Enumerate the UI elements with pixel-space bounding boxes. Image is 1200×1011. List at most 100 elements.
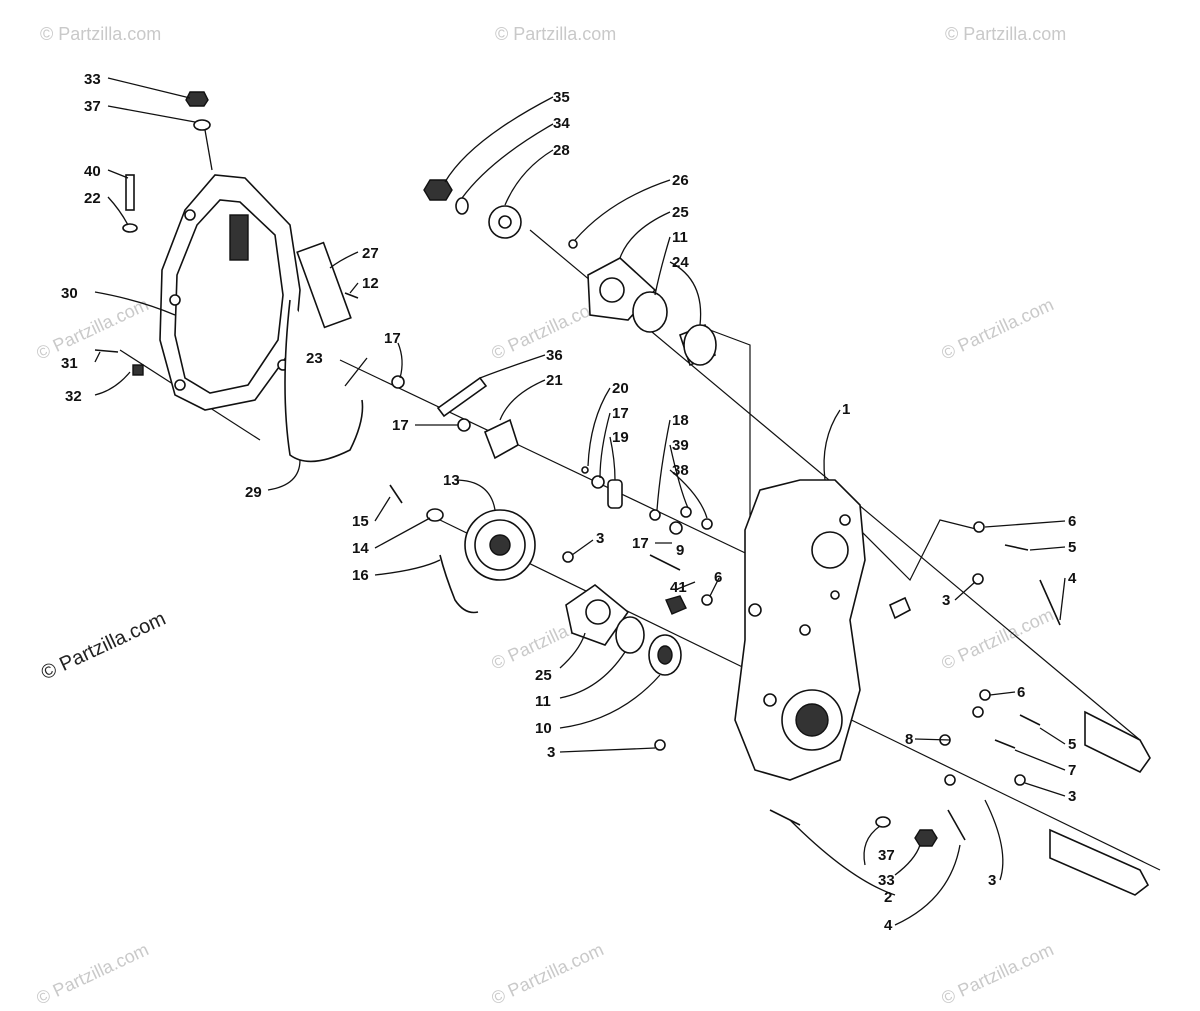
callout-36: 36 [546,347,563,364]
stud-9 [649,554,681,571]
bolt-4-right [1039,579,1061,626]
callout-13: 13 [443,472,460,489]
washer-22 [122,223,138,233]
nut-26 [568,239,578,249]
callout-3-right: 3 [942,592,950,609]
callout-32: 32 [65,388,82,405]
washer-17-b [457,418,471,432]
callout-4-right: 4 [1068,570,1077,587]
nut-3-mid [562,551,574,563]
nut-3-lower [944,774,956,786]
callout-35: 35 [553,89,570,106]
tensioner-assembly [391,375,713,535]
watermark-top-right: © Partzilla.com [945,24,1066,44]
callout-7: 7 [1068,762,1076,779]
callout-37-bottom: 37 [878,847,895,864]
bushing-18 [649,509,661,521]
nut-3-lower-right [1014,774,1026,786]
washer-17-d [669,521,683,535]
check-plug-40 [125,174,135,211]
callout-39: 39 [672,437,689,454]
washer-37-bottom [875,816,891,828]
callout-41: 41 [670,579,687,596]
callout-6-mid: 6 [714,569,722,586]
screw-12 [344,292,359,299]
callout-14: 14 [352,540,369,557]
watermark-bottom-right: © Partzilla.com [938,939,1056,1008]
upper-sprocket-assembly [423,179,717,367]
nut-3-bottom [654,739,666,751]
watermark-lower-right: © Partzilla.com [938,604,1056,673]
callout-2: 2 [884,889,892,906]
callout-6-low: 6 [1017,684,1025,701]
watermark-mid-right: © Partzilla.com [938,294,1056,363]
callout-33-bottom: 33 [878,872,895,889]
washer-14 [426,508,444,522]
callout-12: 12 [362,275,379,292]
tensioner-arm-19 [607,479,623,509]
callout-11-bottom: 11 [535,693,551,710]
callout-21: 21 [546,372,563,389]
callout-18: 18 [672,412,689,429]
chain-29 [284,299,364,463]
washer-17-a [391,375,405,389]
callout-22: 22 [84,190,101,207]
case-hardware [649,521,1151,896]
pin-20 [581,466,589,474]
callout-40: 40 [84,163,101,180]
callout-5-right: 5 [1068,539,1076,556]
watermark-mid-left: © Partzilla.com [33,294,151,363]
callout-17-a: 17 [384,330,401,347]
shaft-lower [1049,828,1150,896]
bolt-31 [94,349,119,353]
bolt-5-right [1004,544,1029,551]
callout-17-d: 17 [632,535,649,552]
axis-upper-shaft [339,359,761,561]
bolt-4-bottom [947,809,966,841]
nut-33-bottom [914,829,938,847]
washer-6-low-a [979,689,991,701]
seal-11-bottom [615,616,645,654]
callout-3-lower-right: 3 [1068,788,1076,805]
leader-lines [94,77,1066,926]
plug-41 [665,595,687,615]
callout-25-top: 25 [672,204,689,221]
washer-34 [455,197,469,215]
callout-29: 29 [245,484,262,501]
nut-33-top [185,91,209,107]
callout-28: 28 [553,142,570,159]
callout-19: 19 [612,429,629,446]
watermark-main: © Partzilla.com [38,608,169,685]
callout-3-mid: 3 [596,530,604,547]
washer-6-low-b [972,706,984,718]
chaincase-cover [159,174,301,411]
callout-6-right: 6 [1068,513,1076,530]
chaincase-body [734,479,912,781]
watermark-top-left: © Partzilla.com [40,24,161,44]
callout-30: 30 [61,285,78,302]
callout-27: 27 [362,245,379,262]
spacer-39 [680,506,692,518]
callout-20: 20 [612,380,629,397]
axis-bearing-route [709,329,751,520]
callout-1: 1 [842,401,850,418]
callout-24: 24 [672,254,689,271]
bolt-2 [769,809,801,826]
callout-10: 10 [535,720,552,737]
watermark-bottom-center: © Partzilla.com [488,939,606,1008]
callout-9: 9 [676,542,684,559]
tensioner-21 [483,418,519,460]
callout-8: 8 [905,731,913,748]
watermark-bottom-left: © Partzilla.com [33,939,151,1008]
callout-23: 23 [306,350,323,367]
chain-16 [439,554,479,614]
callout-labels: 33 37 40 22 30 31 32 27 12 23 17 17 36 2… [61,71,1077,934]
callout-3-lower: 3 [988,872,996,889]
callout-38: 38 [672,462,689,479]
callout-37-top: 37 [84,98,101,115]
callout-16: 16 [352,567,369,584]
bolt-5-low [1019,714,1041,726]
lower-sprocket-assembly [389,484,682,751]
nut-32 [132,364,144,376]
